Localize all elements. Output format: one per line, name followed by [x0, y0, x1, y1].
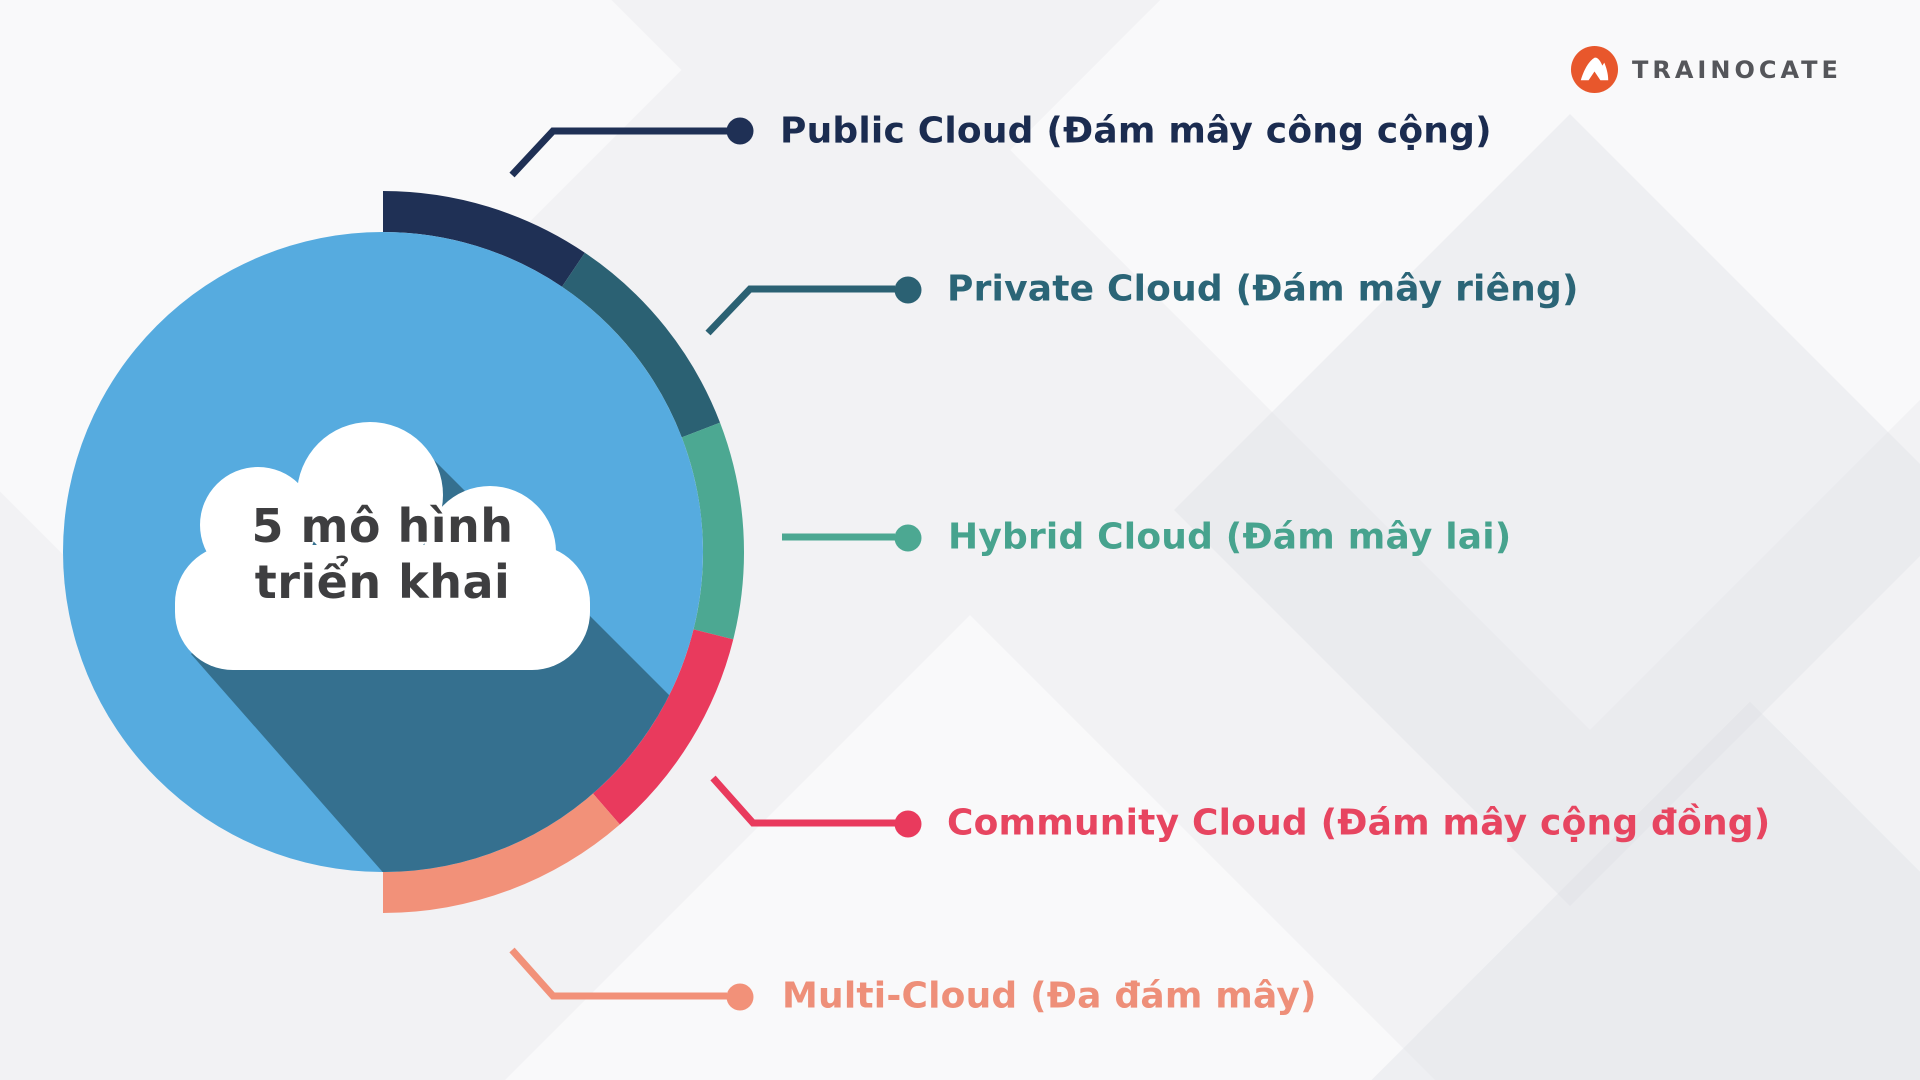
label-community-cloud: Community Cloud (Đám mây cộng đồng): [947, 802, 1771, 844]
label-multi-cloud: Multi-Cloud (Đa đám mây): [782, 975, 1317, 1017]
arc-community-cloud: [592, 629, 734, 825]
brand-logo-text: TRAINOCATE: [1632, 55, 1842, 84]
connector-public-cloud: [509, 127, 727, 178]
label-public-cloud: Public Cloud (Đám mây công cộng): [780, 110, 1492, 152]
mountain-circle-icon: [1570, 45, 1619, 94]
diagram-title: 5 mô hình triển khai: [175, 498, 590, 610]
arc-public-cloud: [383, 191, 585, 287]
connector-multi-cloud: [509, 947, 727, 1000]
connector-lines: [509, 117, 922, 1011]
arc-private-cloud: [561, 252, 721, 438]
label-hybrid-cloud: Hybrid Cloud (Đám mây lai): [948, 516, 1512, 558]
connector-dot-community-cloud: [894, 810, 922, 838]
connector-dot-private-cloud: [894, 276, 922, 304]
cloud-shape: [175, 422, 590, 670]
label-private-cloud: Private Cloud (Đám mây riêng): [947, 268, 1579, 310]
connector-private-cloud: [705, 285, 895, 336]
connector-community-cloud: [710, 775, 897, 827]
diagram-title-line2: triển khai: [254, 555, 511, 609]
segment-ring: [383, 191, 744, 913]
arc-hybrid-cloud: [681, 422, 744, 640]
connector-dot-public-cloud: [726, 117, 754, 145]
connector-dot-multi-cloud: [726, 983, 754, 1011]
arc-multi-cloud: [383, 793, 620, 913]
brand-logo: TRAINOCATE: [1570, 45, 1842, 94]
diagram-title-line1: 5 mô hình: [251, 499, 514, 553]
connector-dot-hybrid-cloud: [894, 524, 922, 552]
